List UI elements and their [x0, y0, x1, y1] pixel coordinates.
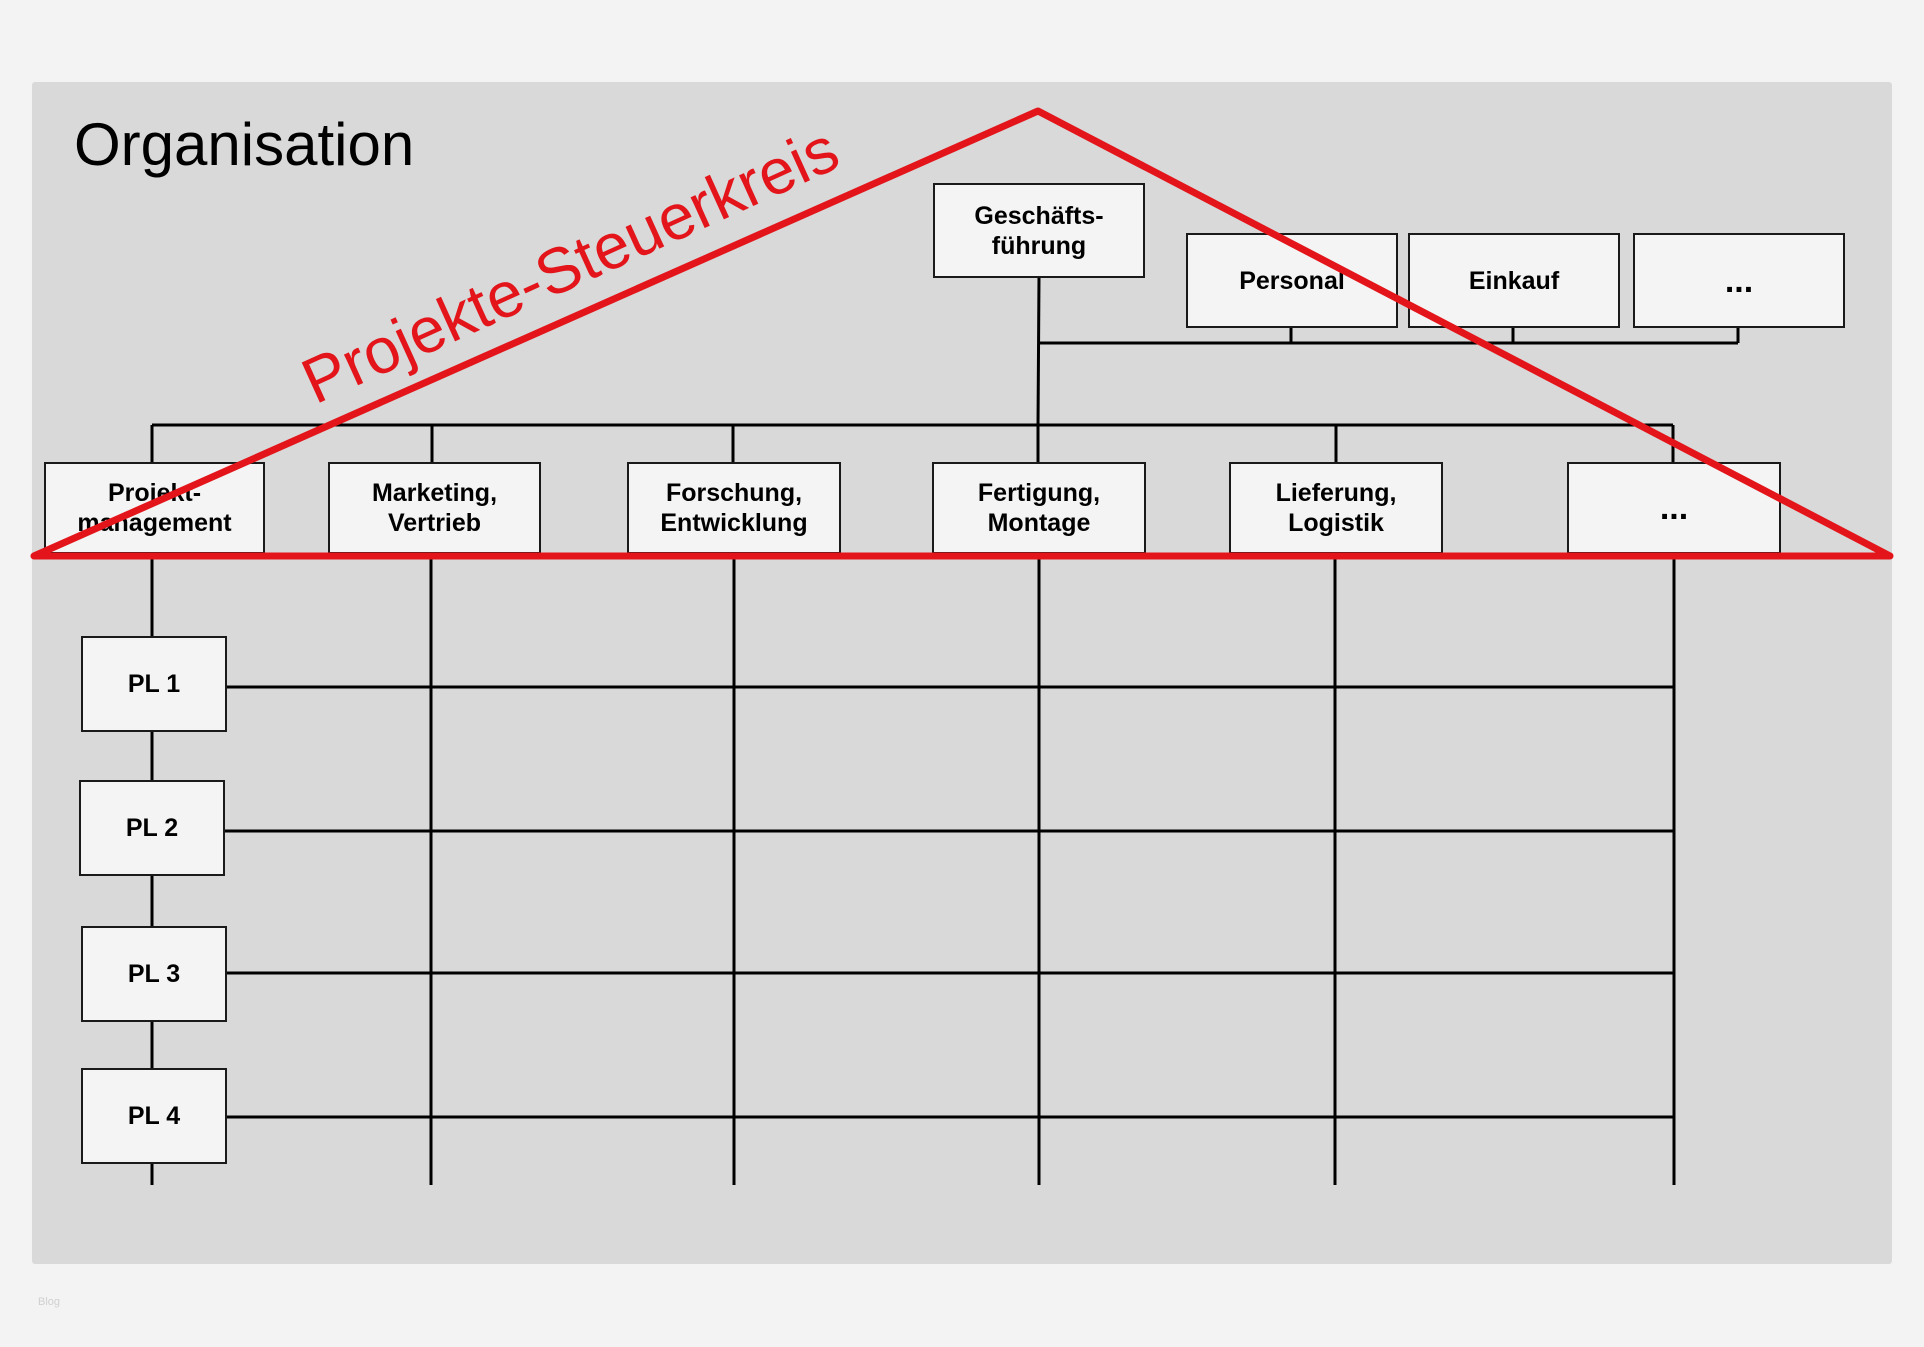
project-lead-box-3: PL 3 — [81, 926, 227, 1022]
project-lead-box-4: PL 4 — [81, 1068, 227, 1164]
dept-box-forschung: Forschung, Entwicklung — [627, 462, 841, 554]
project-lead-box-1: PL 1 — [81, 636, 227, 732]
dept-box-fertigung: Fertigung, Montage — [932, 462, 1146, 554]
ceo-box: Geschäfts- führung — [933, 183, 1145, 278]
project-lead-box-2: PL 2 — [79, 780, 225, 876]
page-title: Organisation — [74, 111, 415, 178]
staff-box-more: ... — [1633, 233, 1845, 328]
dept-box-lieferung: Lieferung, Logistik — [1229, 462, 1443, 554]
ceo-connector — [1036, 276, 1041, 426]
staff-box-einkauf: Einkauf — [1408, 233, 1620, 328]
watermark: Blog — [38, 1296, 61, 1308]
